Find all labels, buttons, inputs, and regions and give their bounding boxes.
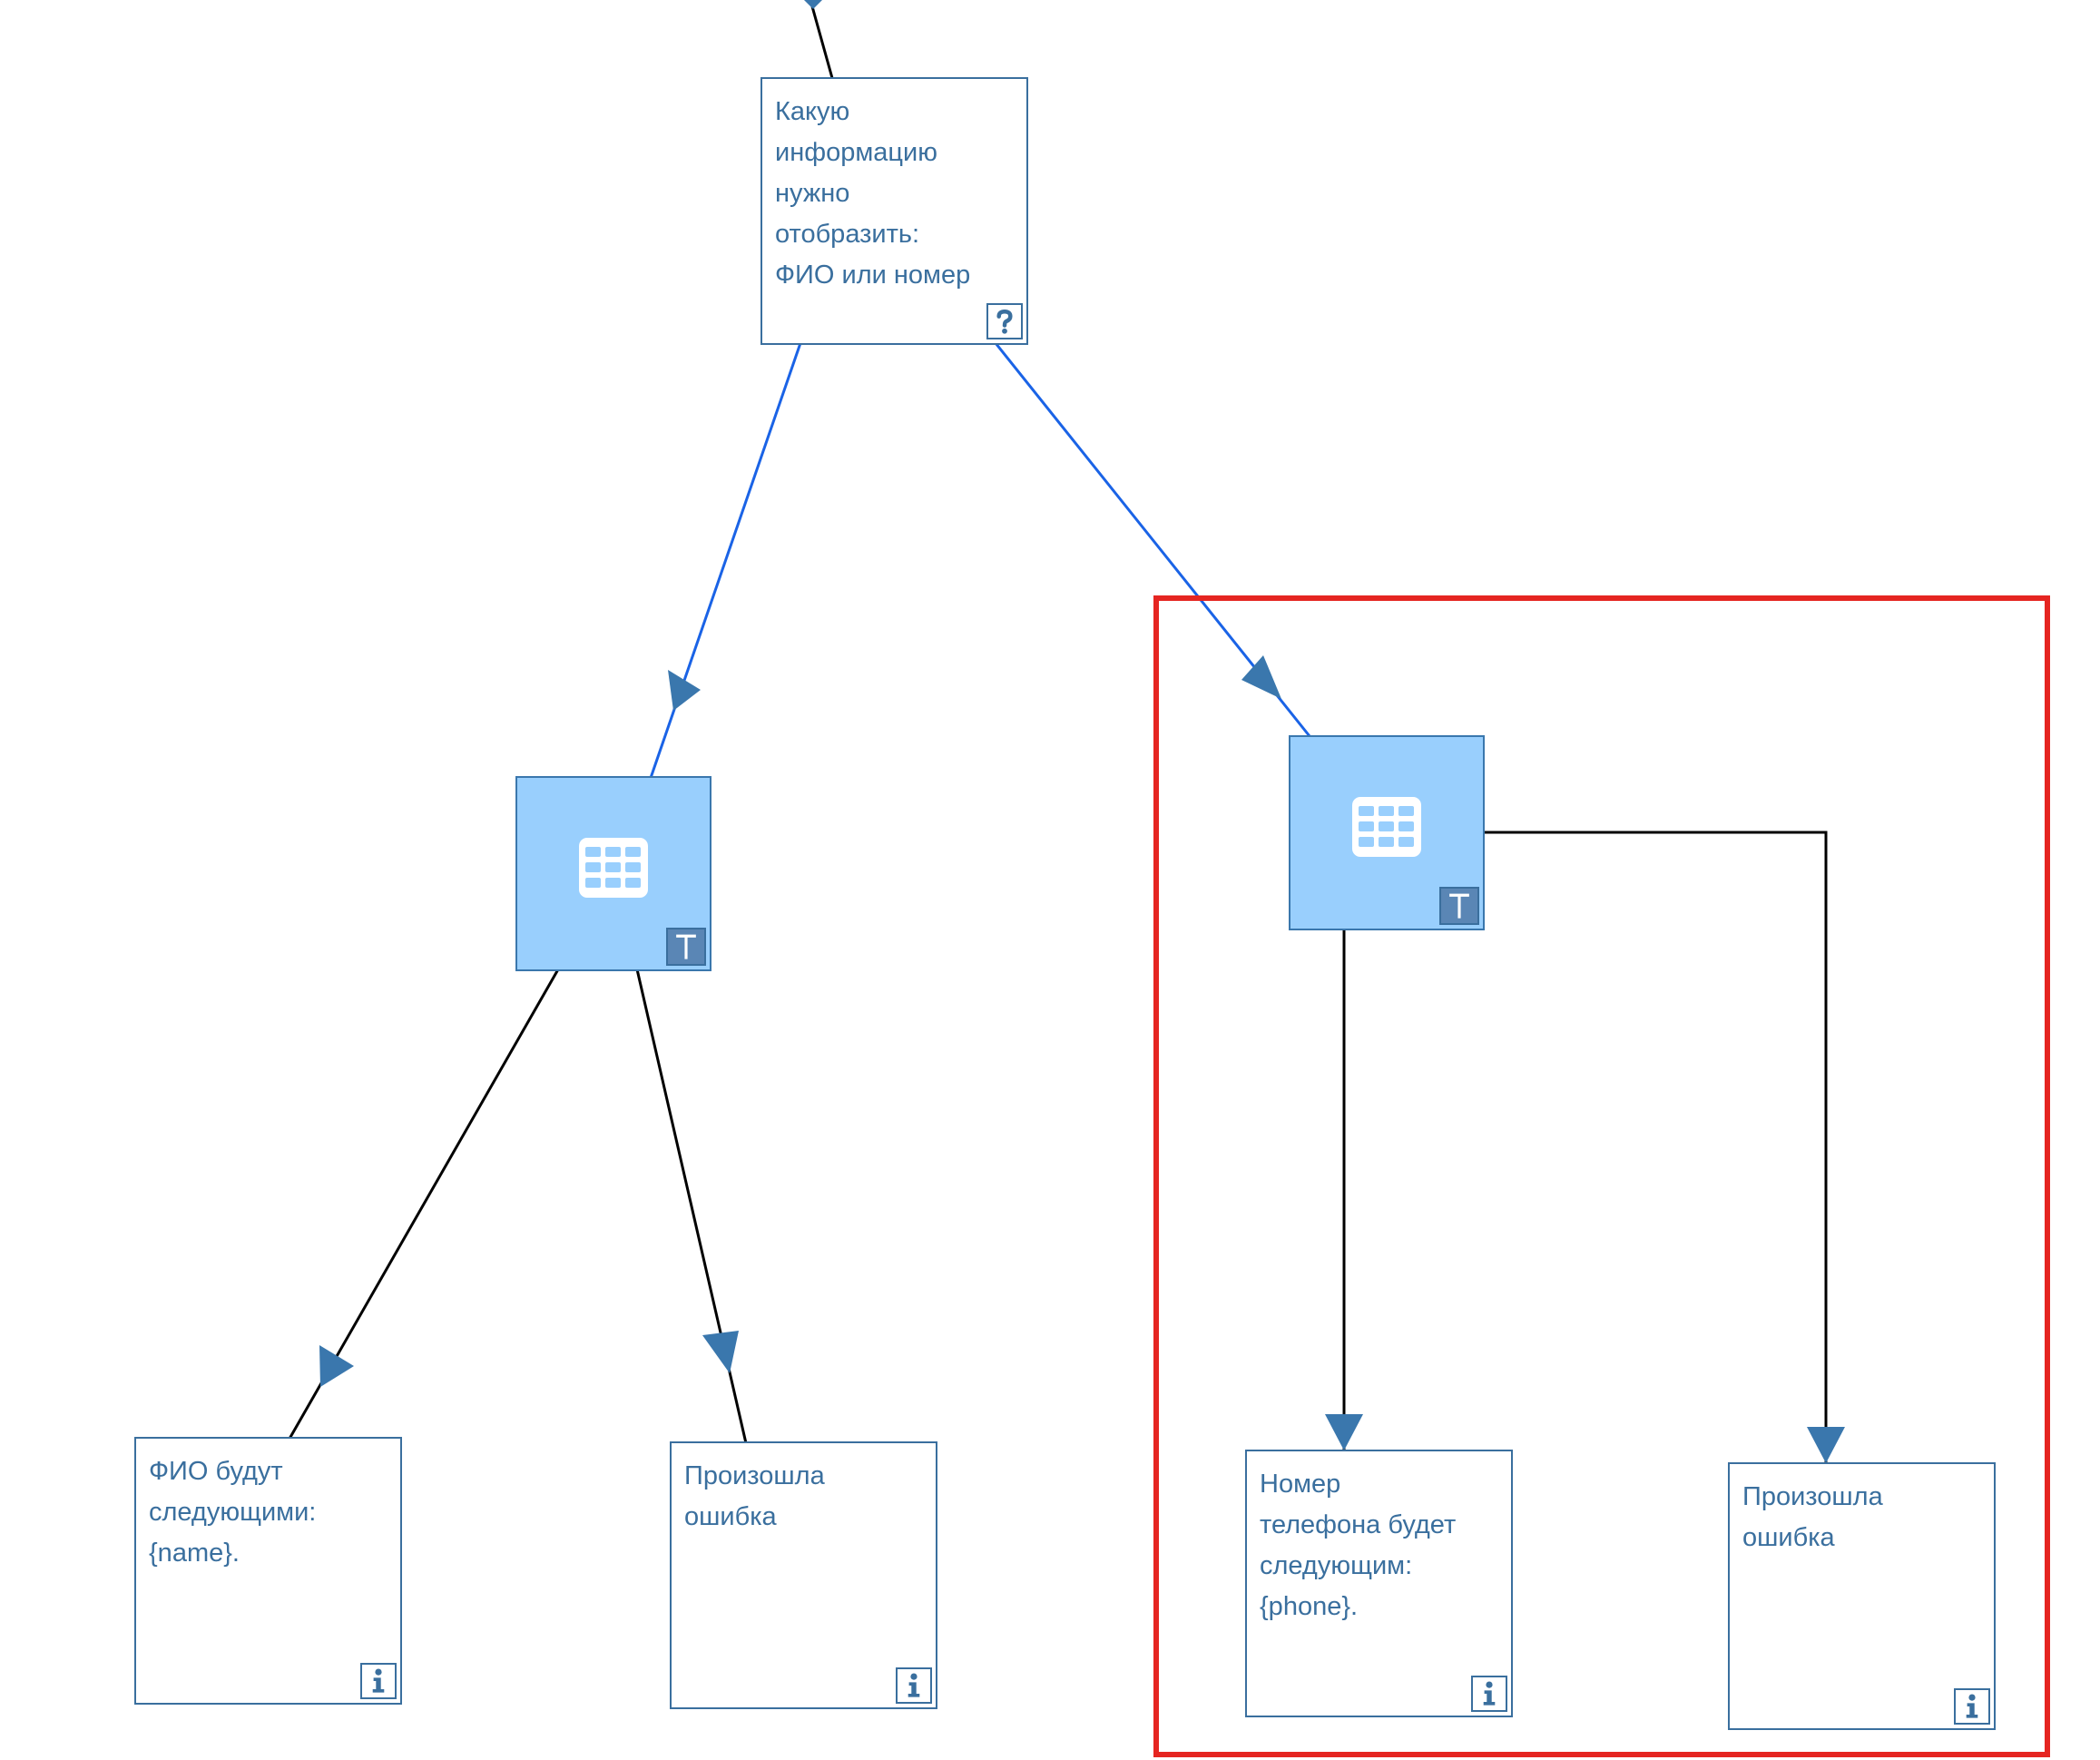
arrowhead-incoming bbox=[804, 0, 822, 9]
info-node-error-left-text: Произошла ошибка bbox=[684, 1461, 825, 1531]
edge-task-right-to-info-error-right[interactable] bbox=[1485, 831, 1828, 1463]
table-icon bbox=[577, 836, 650, 900]
arrowhead-task-right bbox=[1241, 655, 1281, 699]
info-node-name-text: ФИО будут следующими: {name}. bbox=[149, 1457, 317, 1568]
question-node[interactable]: Какую информацию нужно отобразить: ФИО и… bbox=[761, 77, 1028, 345]
highlight-frame bbox=[1153, 595, 2050, 1757]
question-icon bbox=[986, 303, 1023, 339]
edge-question-to-task-left[interactable] bbox=[649, 342, 802, 779]
info-node-error-right-text: Произошла ошибка bbox=[1742, 1482, 1883, 1552]
table-task-node-right[interactable] bbox=[1289, 735, 1485, 930]
arrowhead-task-left bbox=[668, 670, 701, 711]
table-icon bbox=[1350, 795, 1423, 859]
table-task-node-left[interactable] bbox=[515, 776, 711, 971]
info-node-phone[interactable]: Номер телефона будет следующим: {phone}. bbox=[1245, 1450, 1513, 1717]
info-icon bbox=[896, 1667, 932, 1704]
arrowhead-info-error-left bbox=[702, 1331, 739, 1373]
arrowhead-info-name bbox=[319, 1345, 354, 1387]
edge-incoming[interactable] bbox=[809, 0, 834, 79]
info-icon bbox=[1954, 1688, 1990, 1725]
info-icon bbox=[360, 1663, 397, 1699]
arrowhead-info-error-right bbox=[1807, 1427, 1845, 1463]
t-letter-icon bbox=[666, 928, 706, 966]
info-icon bbox=[1471, 1676, 1507, 1712]
info-node-name[interactable]: ФИО будут следующими: {name}. bbox=[134, 1437, 402, 1705]
info-node-error-right[interactable]: Произошла ошибка bbox=[1728, 1462, 1996, 1730]
info-node-error-left[interactable]: Произошла ошибка bbox=[670, 1441, 937, 1709]
arrowhead-info-phone bbox=[1325, 1414, 1363, 1450]
info-node-phone-text: Номер телефона будет следующим: {phone}. bbox=[1260, 1470, 1457, 1621]
question-node-text: Какую информацию нужно отобразить: ФИО и… bbox=[775, 97, 971, 289]
t-letter-icon bbox=[1439, 887, 1479, 925]
